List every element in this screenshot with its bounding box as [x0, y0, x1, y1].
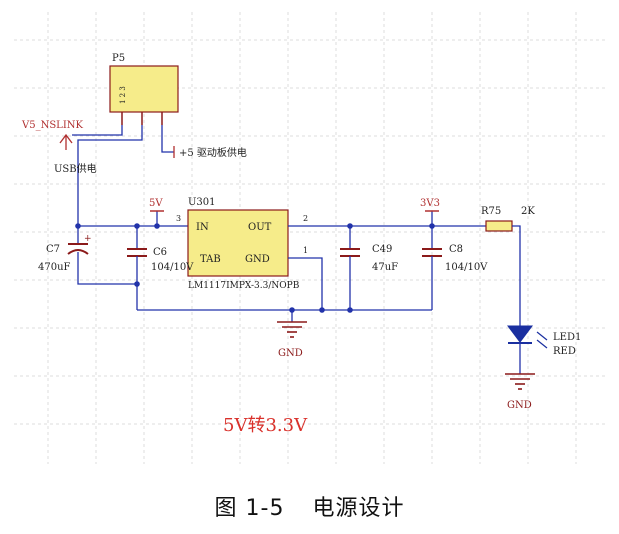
capacitor-c7-polarity-icon: + [84, 234, 92, 244]
ground-2-label: GND [507, 400, 532, 411]
connector-ref: P5 [112, 53, 125, 64]
regulator-pin1-num: 1 [303, 246, 308, 255]
junction-gnd-c7 [134, 281, 140, 287]
v5-nslink-port-icon [59, 133, 73, 150]
junction-gnd-c49 [347, 307, 353, 313]
capacitor-c8-value: 104/10V [445, 262, 488, 273]
regulator-ref: U301 [188, 197, 216, 208]
resistor-r75-value: 2K [521, 206, 535, 217]
schematic-title: 5V转3.3V [223, 415, 308, 436]
resistor-r75-ref: R75 [481, 206, 501, 217]
ground-1-label: GND [278, 348, 303, 359]
regulator-pin-gnd: GND [245, 254, 270, 265]
net-5v: 5V [149, 198, 163, 209]
regulator-pin-out: OUT [248, 222, 272, 233]
regulator-part: LM1117IMPX-3.3/NOPB [188, 281, 300, 291]
led-color: RED [553, 346, 576, 357]
led-ref: LED1 [553, 332, 581, 343]
plus5-label: +5 驱动板供电 [179, 146, 247, 159]
wire-usb [77, 125, 143, 226]
capacitor-c7-ref: C7 [46, 244, 60, 255]
ground-1-icon [277, 321, 307, 338]
capacitor-c7-plate-bottom [67, 249, 89, 255]
grid [14, 12, 606, 464]
wire-v5-nslink [72, 125, 123, 136]
wire-c7-ground [77, 268, 137, 285]
wire-reg-gnd [288, 257, 323, 310]
figure-number: 图 1-5 [214, 496, 285, 521]
wire-plus5 [161, 125, 174, 153]
net-3v3: 3V3 [420, 198, 440, 209]
usb-label: USB供电 [54, 162, 97, 175]
connector-p5-body [109, 65, 179, 113]
ground-2-icon [505, 373, 535, 390]
figure-caption: 图 1-5 电源设计 [0, 490, 619, 522]
led-emission-icon [536, 331, 548, 349]
regulator-pin3-num: 3 [176, 214, 181, 223]
capacitor-c7-value: 470uF [38, 262, 71, 273]
regulator-pin-tab: TAB [200, 254, 221, 265]
regulator-pin2-num: 2 [303, 214, 308, 223]
resistor-r75-body [485, 220, 513, 232]
net-v5-nslink: V5_NSLINK [21, 120, 84, 131]
led-triangle-icon [507, 325, 533, 343]
wire-r75-led [512, 225, 521, 326]
connector-pins: 1 2 3 [119, 86, 127, 104]
capacitor-c6-value: 104/10V [151, 262, 194, 273]
capacitor-c8-ref: C8 [449, 244, 463, 255]
figure-title: 电源设计 [312, 496, 405, 521]
capacitor-c49-value: 47uF [372, 262, 398, 273]
regulator-pin-in: IN [196, 222, 209, 233]
capacitor-c6-ref: C6 [153, 247, 167, 258]
regulator-u301-body [187, 209, 289, 277]
capacitor-c49-ref: C49 [372, 244, 392, 255]
